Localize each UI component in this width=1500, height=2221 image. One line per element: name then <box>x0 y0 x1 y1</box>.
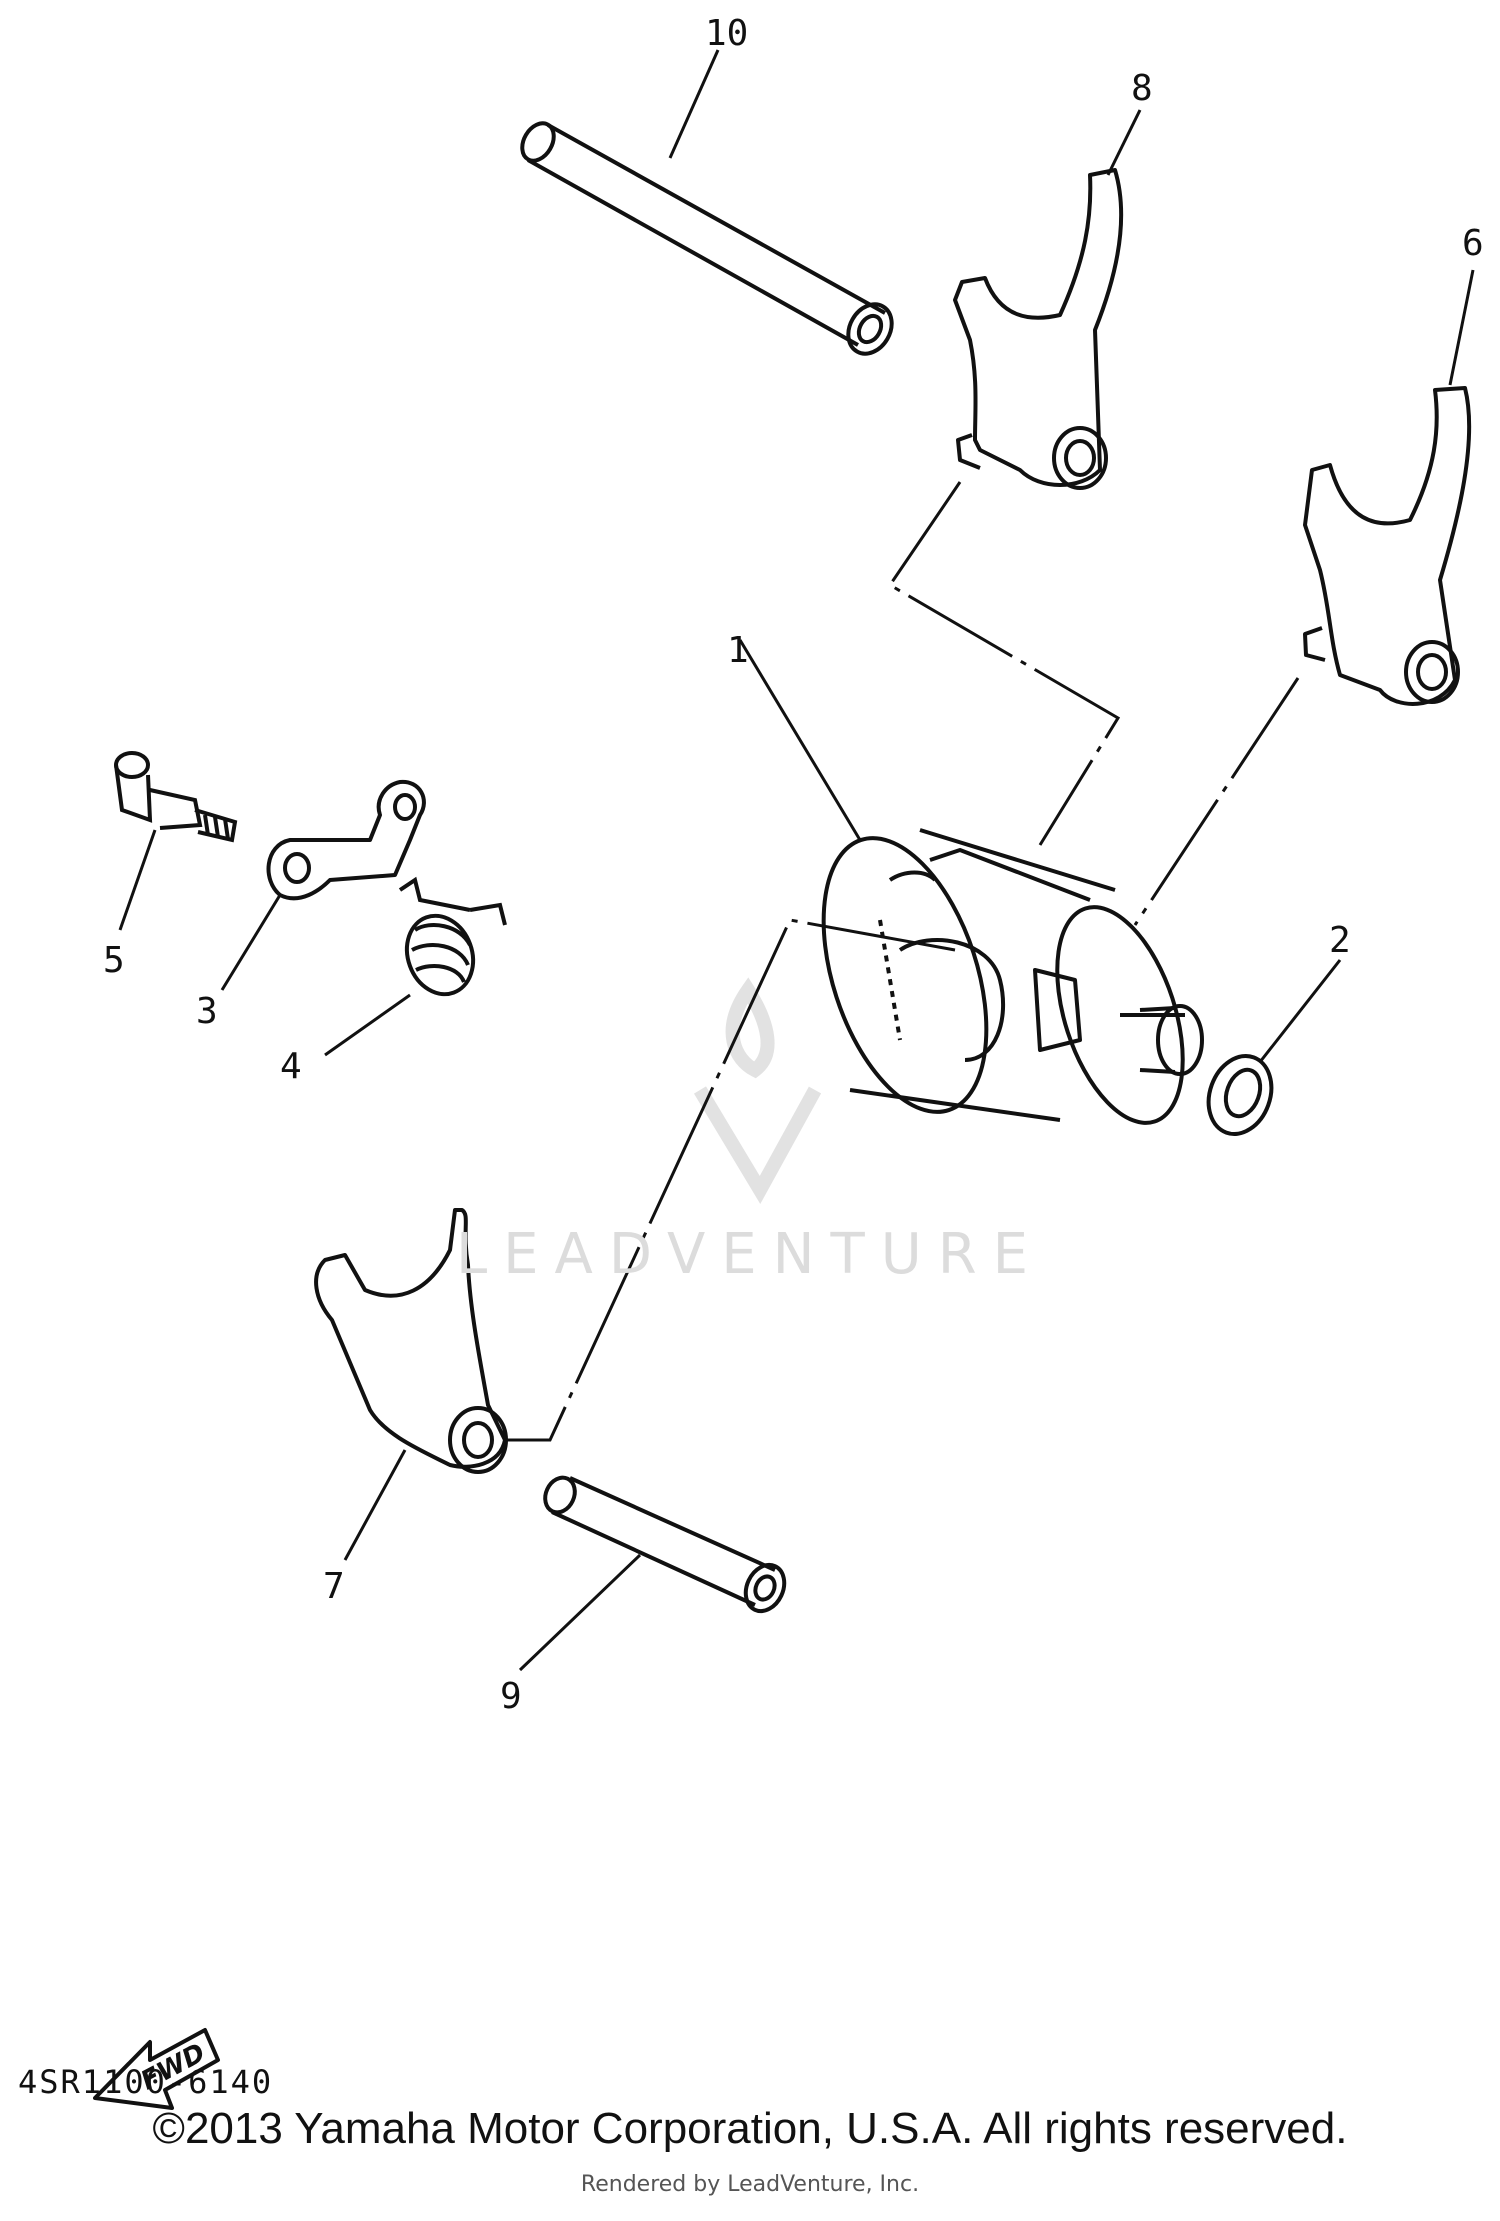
leader-5 <box>118 829 157 931</box>
leader-7 <box>343 1449 407 1561</box>
assembly-lines <box>505 481 1300 1442</box>
leader-4 <box>324 993 411 1057</box>
part-5-bolt[interactable] <box>114 751 238 843</box>
watermark-text: LEADVENTURE <box>455 1222 1045 1287</box>
leader-6 <box>1448 269 1475 386</box>
callout-4: 4 <box>280 1046 302 1087</box>
callout-10: 10 <box>705 13 748 54</box>
diagram-part-code: 4SR1100-6140 <box>18 2063 274 2101</box>
callout-8: 8 <box>1131 68 1153 109</box>
copyright-notice: ©2013 Yamaha Motor Corporation, U.S.A. A… <box>152 2104 1348 2153</box>
callout-6: 6 <box>1462 223 1484 264</box>
callout-1: 1 <box>727 630 749 671</box>
callout-9: 9 <box>500 1676 522 1717</box>
part-6-shift-fork[interactable] <box>1303 386 1472 706</box>
leader-9 <box>518 1553 642 1672</box>
rendered-by-notice: Rendered by LeadVenture, Inc. <box>580 2172 920 2197</box>
part-10-shaft[interactable] <box>516 118 900 362</box>
part-3-stopper-lever[interactable] <box>266 779 426 901</box>
part-1-shift-drum[interactable] <box>793 818 1207 1139</box>
leader-1 <box>738 639 862 841</box>
leader-8 <box>1106 109 1142 176</box>
leader-10 <box>668 49 720 159</box>
part-4-spring[interactable] <box>396 876 507 1004</box>
leader-3 <box>220 894 282 991</box>
part-9-shaft[interactable] <box>540 1473 792 1618</box>
callout-2: 2 <box>1329 920 1351 961</box>
leader-2 <box>1258 959 1342 1063</box>
callout-5: 5 <box>103 940 125 981</box>
watermark-logo <box>693 977 822 1205</box>
callout-3: 3 <box>196 991 218 1032</box>
part-8-shift-fork[interactable] <box>953 168 1124 490</box>
callout-7: 7 <box>323 1566 345 1607</box>
part-2-washer[interactable] <box>1198 1047 1282 1143</box>
